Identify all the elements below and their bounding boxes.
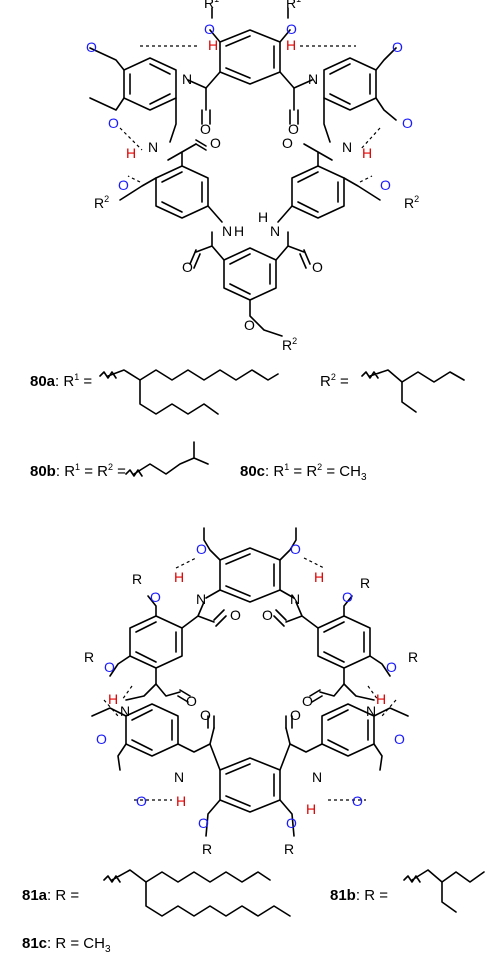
o-atom: O xyxy=(380,177,391,193)
o-carbonyl: O xyxy=(290,707,301,723)
o-atom: O xyxy=(104,659,115,675)
ring-80-right-upper xyxy=(323,47,397,143)
r-label: R xyxy=(84,649,94,665)
label-r2: R2 = xyxy=(320,372,349,390)
o-atom: O xyxy=(386,659,397,675)
o-atom: O xyxy=(286,21,297,37)
r2-label: R2 xyxy=(282,336,297,353)
r1-label: R1 xyxy=(204,0,219,11)
n-atom: N xyxy=(308,71,318,87)
r-label: R xyxy=(284,841,294,857)
ring-81-bottom xyxy=(205,715,295,837)
h-atom: H xyxy=(208,37,218,53)
n-atom: N xyxy=(312,769,322,785)
h-atom: H xyxy=(234,223,244,239)
ring-80-bottom xyxy=(189,231,311,337)
legend-81c: 81c: R = CH3 xyxy=(22,935,111,955)
label-80b: 80b: R1 = R2 = xyxy=(30,462,126,480)
o-atom: O xyxy=(392,39,403,55)
label-81c: 81c: R = CH3 xyxy=(22,935,111,955)
r1-label: R1 xyxy=(286,0,301,11)
h-atom: H xyxy=(126,145,136,161)
o-atom: O xyxy=(342,589,353,605)
ring-81-left-upper xyxy=(109,595,227,685)
o-atom: O xyxy=(198,815,209,831)
n-atom: N xyxy=(270,223,280,239)
n-atom: N xyxy=(342,139,352,155)
o-atom: O xyxy=(394,731,405,747)
h-atom: H xyxy=(306,801,316,817)
h-atom: H xyxy=(362,145,372,161)
ring-80-top xyxy=(187,7,313,125)
legend-80a: 80a: R1 = R2 = xyxy=(30,369,465,415)
n-atom: N xyxy=(196,591,206,607)
o-carbonyl: O xyxy=(288,121,299,137)
o-carbonyl: O xyxy=(302,693,313,709)
h-atom: H xyxy=(174,569,184,585)
o-atom: O xyxy=(196,541,207,557)
r2-label: R2 xyxy=(404,194,419,211)
n-atom: N xyxy=(222,223,232,239)
label-81a: 81a: R = xyxy=(22,887,79,904)
o-atom: O xyxy=(290,541,301,557)
macrocycle-81: O O H H N N O O R R O O O O R R O O H H … xyxy=(84,527,418,857)
label-80c: 80c: R1 = R2 = CH3 xyxy=(240,462,367,483)
o-carbonyl: O xyxy=(182,259,193,275)
o-carbonyl: O xyxy=(262,607,273,623)
o-carbonyl: O xyxy=(200,707,211,723)
label-80a: 80a: R1 = xyxy=(30,372,92,390)
h-atom: H xyxy=(286,37,296,53)
n-atom: N xyxy=(120,703,130,719)
ring-80-left-upper xyxy=(89,47,177,143)
o-atom: O xyxy=(204,21,215,37)
r-label: R xyxy=(202,841,212,857)
h-atom: H xyxy=(176,793,186,809)
o-atom: O xyxy=(86,39,97,55)
o-atom: O xyxy=(150,589,161,605)
o-carbonyl: O xyxy=(210,135,221,151)
o-carbonyl: O xyxy=(230,607,241,623)
o-atom: O xyxy=(286,815,297,831)
n-atom: N xyxy=(290,591,300,607)
r2-label: R2 xyxy=(94,194,109,211)
ring-81-top xyxy=(203,527,297,603)
o-atom: O xyxy=(96,731,107,747)
ring-80-right-lower xyxy=(277,143,381,223)
legend-80c: 80c: R1 = R2 = CH3 xyxy=(240,462,367,483)
o-atom: O xyxy=(244,317,255,333)
o-carbonyl: O xyxy=(200,121,211,137)
r-label: R xyxy=(408,649,418,665)
o-atom: O xyxy=(352,793,363,809)
h-atom: H xyxy=(376,691,386,707)
h-atom: H xyxy=(314,569,324,585)
n-atom: N xyxy=(148,139,158,155)
r-label: R xyxy=(132,571,142,587)
ring-81-right-lower xyxy=(289,703,409,771)
n-atom: N xyxy=(182,71,192,87)
ring-80-left-lower xyxy=(119,139,223,223)
o-carbonyl: O xyxy=(186,693,197,709)
h-atom: H xyxy=(108,691,118,707)
o-atom: O xyxy=(118,177,129,193)
h-atom: H xyxy=(258,209,268,225)
legend-81a: 81a: R = xyxy=(22,869,291,917)
legend-81b: 81b: R = xyxy=(330,869,485,913)
o-atom: O xyxy=(136,793,147,809)
ring-81-left-lower xyxy=(91,703,211,771)
macrocycle-80: O O R1 R1 H H N N O O O O O O N N H H O … xyxy=(86,0,419,353)
legend-80b: 80b: R1 = R2 = xyxy=(30,441,209,480)
label-81b: 81b: R = xyxy=(330,887,388,904)
o-atom: O xyxy=(108,115,119,131)
o-carbonyl: O xyxy=(282,135,293,151)
o-atom: O xyxy=(402,115,413,131)
n-atom: N xyxy=(366,703,376,719)
ring-81-right-upper xyxy=(273,595,391,685)
r-label: R xyxy=(360,575,370,591)
n-atom: N xyxy=(174,769,184,785)
o-carbonyl: O xyxy=(312,259,323,275)
